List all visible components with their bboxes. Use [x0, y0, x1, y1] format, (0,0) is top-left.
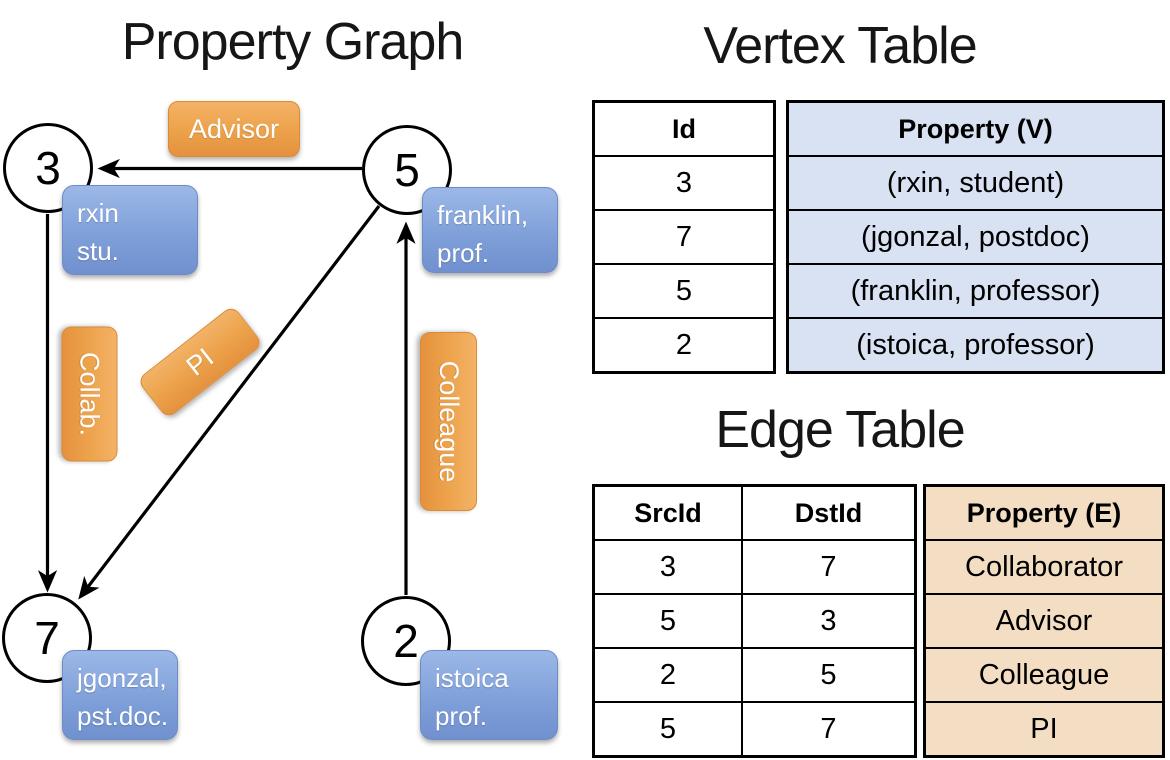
edge-table-srcid-column: SrcId 3 5 2 5 — [595, 487, 741, 755]
vertex-table-row-0-property: (rxin, student) — [789, 155, 1162, 209]
vertex-property-box-7: jgonzal, pst.doc. — [62, 650, 178, 740]
edge-table-row-3-property: PI — [926, 701, 1162, 755]
vertex-table-property-column: Property (V) (rxin, student) (jgonzal, p… — [786, 100, 1165, 374]
vertex-property-box-5: franklin, prof. — [422, 187, 558, 273]
vertex-property-box-2: istoica prof. — [420, 650, 558, 740]
edge-table-row-2-property: Colleague — [926, 647, 1162, 701]
edge-table-dstid-column: DstId 7 3 5 7 — [741, 487, 914, 755]
vertex-property-box-5-line2: prof. — [437, 237, 490, 268]
vertex-property-box-5-line1: franklin, — [437, 200, 529, 230]
vertex-table-id-header: Id — [672, 113, 696, 144]
edge-table-row-0-src: 3 — [595, 539, 741, 593]
graph-node-5-id: 5 — [394, 144, 420, 196]
graph-node-2: 2 — [361, 596, 451, 686]
edge-table-property-column: Property (E) Collaborator Advisor Collea… — [923, 484, 1165, 758]
edge-table-row-3-src: 5 — [595, 701, 741, 755]
edge-table-row-1-src: 5 — [595, 593, 741, 647]
graph-node-5: 5 — [362, 125, 452, 215]
vertex-table-row-3-id: 2 — [595, 317, 773, 371]
vertex-property-box-3-line1: rxin — [77, 198, 119, 228]
edge-table-srcid-header: SrcId — [634, 497, 702, 528]
vertex-table-row-2-id: 5 — [595, 263, 773, 317]
vertex-table-row-1-property: (jgonzal, postdoc) — [789, 209, 1162, 263]
edge-label-advisor: Advisor — [168, 101, 300, 157]
vertex-property-box-2-line2: prof. — [435, 700, 488, 731]
vertex-property-box-2-line1: istoica — [435, 663, 509, 693]
graph-node-3-id: 3 — [35, 142, 61, 194]
edge-table-row-3-dst: 7 — [743, 701, 914, 755]
edge-label-colleague: Colleague — [420, 332, 477, 511]
vertex-property-box-3: rxin stu. — [62, 185, 198, 275]
graph-node-7-id: 7 — [34, 612, 60, 664]
vertex-table-row-3-property: (istoica, professor) — [789, 317, 1162, 371]
edge-table-row-0-dst: 7 — [743, 539, 914, 593]
vertex-table-title: Vertex Table — [703, 17, 977, 75]
edge-table-row-1-dst: 3 — [743, 593, 914, 647]
edge-table-dstid-header: DstId — [794, 497, 863, 528]
edge-table-row-1-property: Advisor — [926, 593, 1162, 647]
edge-table-id-columns: SrcId 3 5 2 5 DstId 7 3 5 7 — [592, 484, 917, 758]
graph-node-2-id: 2 — [393, 615, 419, 667]
vertex-table-row-2-property: (franklin, professor) — [789, 263, 1162, 317]
vertex-table-id-column: Id 3 7 5 2 — [592, 100, 776, 374]
edge-table-property-header: Property (E) — [926, 487, 1162, 539]
edge-table-row-2-src: 2 — [595, 647, 741, 701]
vertex-property-box-7-line1: jgonzal, — [77, 663, 167, 693]
vertex-table-row-1-id: 7 — [595, 209, 773, 263]
edge-table-row-2-dst: 5 — [743, 647, 914, 701]
edge-table-title: Edge Table — [715, 401, 965, 459]
graph-edges-canvas — [37, 158, 416, 600]
edge-arrow-pi-5-to-7 — [78, 205, 381, 600]
edge-label-collab: Collab. — [61, 326, 118, 462]
property-graph-title: Property Graph — [121, 13, 465, 71]
vertex-table-row-0-id: 3 — [595, 155, 773, 209]
vertex-property-box-7-line2: pst.doc. — [77, 700, 169, 731]
vertex-table-property-header: Property (V) — [789, 103, 1162, 155]
edge-table-row-0-property: Collaborator — [926, 539, 1162, 593]
vertex-property-box-3-line2: stu. — [77, 235, 119, 266]
